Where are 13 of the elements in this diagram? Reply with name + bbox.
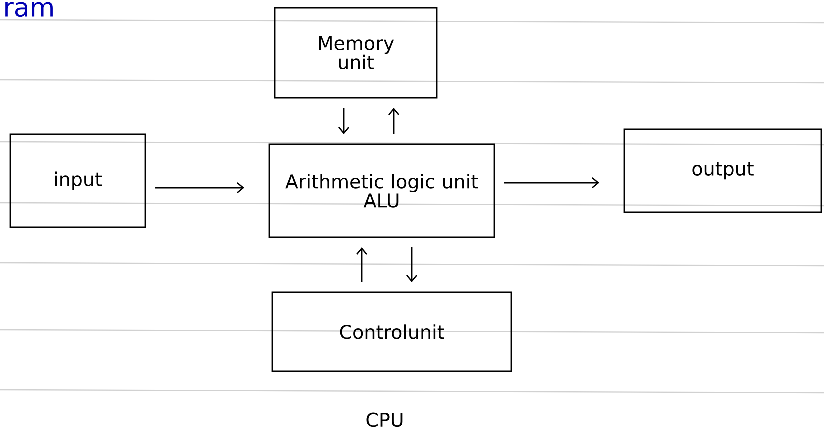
arrow bbox=[388, 108, 400, 134]
process-box: Controlunit bbox=[272, 292, 512, 372]
process-box: Memory unit bbox=[274, 7, 438, 99]
arrow bbox=[338, 108, 350, 134]
process-box: output bbox=[624, 128, 822, 214]
caption-label: CPU bbox=[366, 412, 403, 428]
arrow bbox=[406, 248, 418, 282]
heading: ram bbox=[6, 2, 53, 18]
arrow bbox=[156, 182, 244, 194]
process-box: input bbox=[10, 134, 146, 228]
process-box: Arithmetic logic unit ALU bbox=[268, 144, 496, 238]
arrow bbox=[504, 177, 600, 189]
arrow bbox=[356, 248, 368, 282]
